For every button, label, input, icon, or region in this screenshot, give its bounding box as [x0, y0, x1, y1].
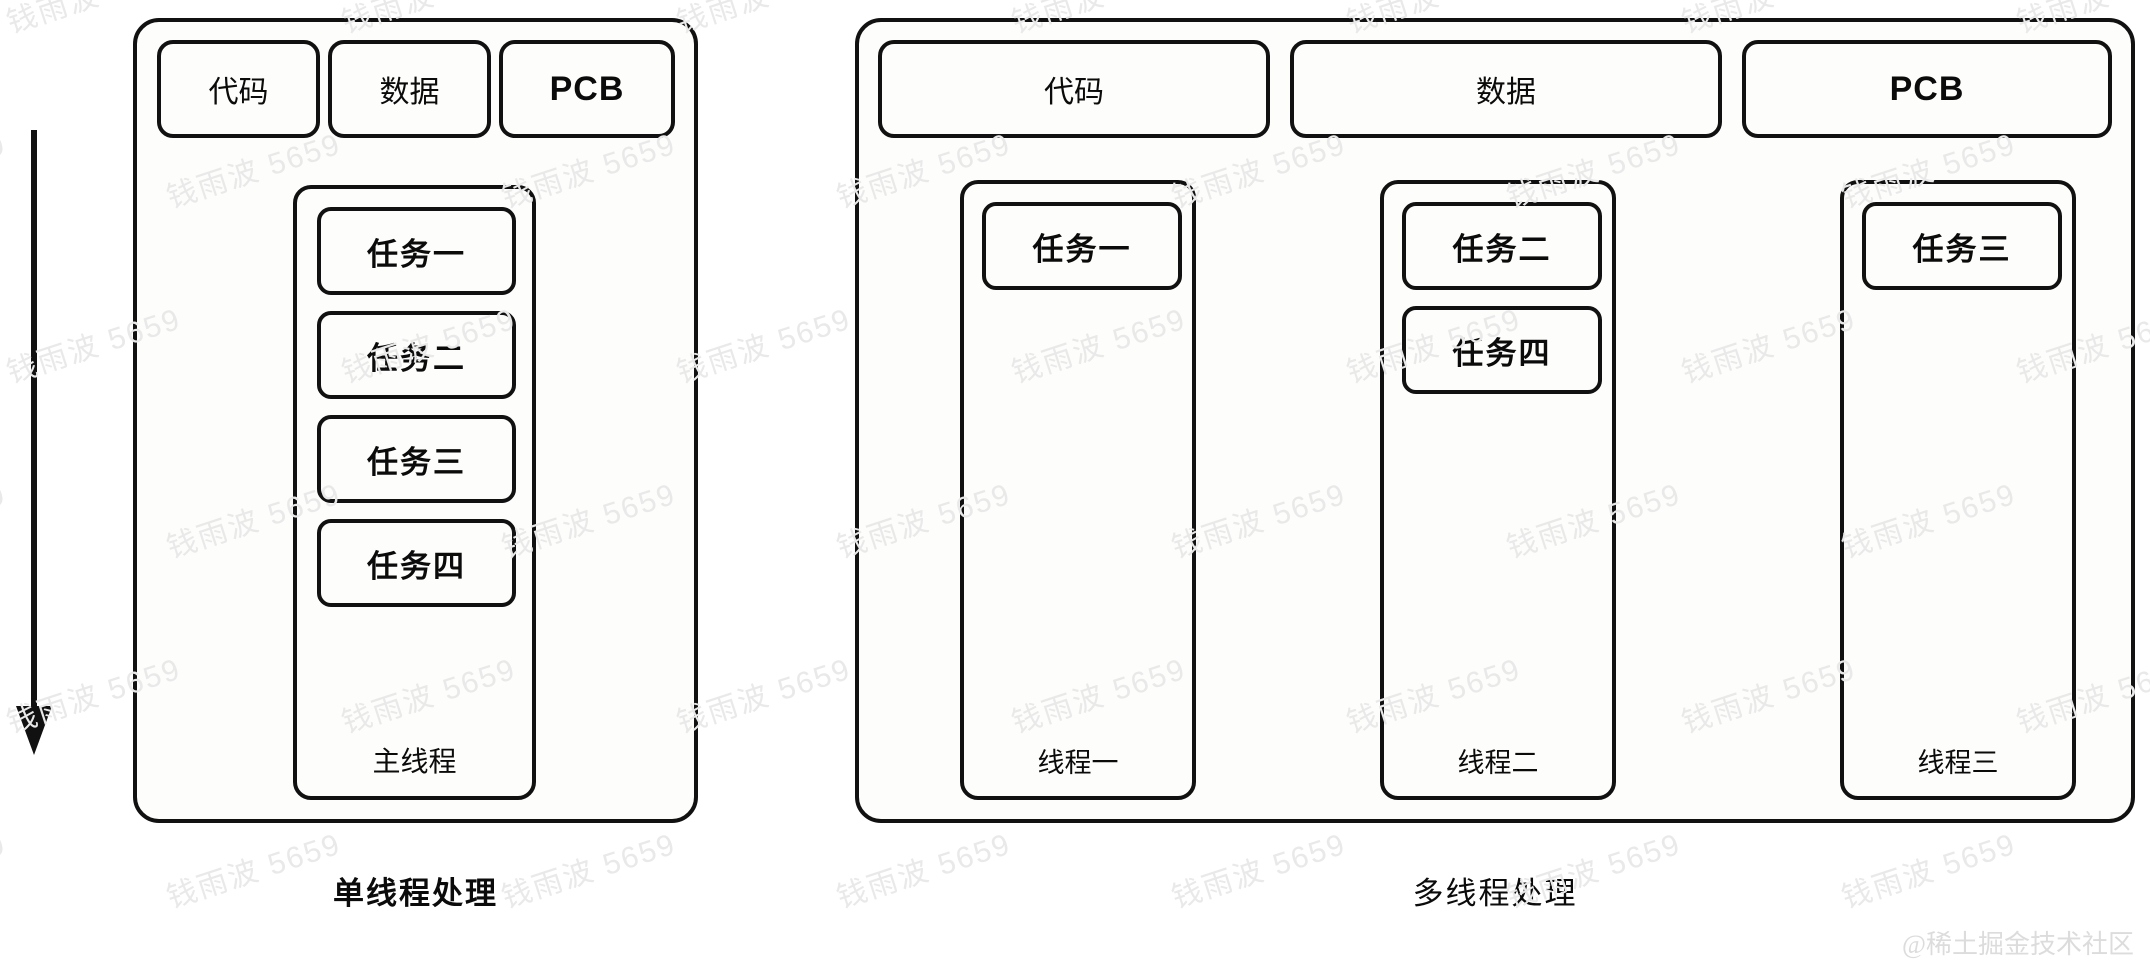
time-direction-arrow: [16, 130, 52, 755]
thread-name-label: 线程一: [1037, 748, 1119, 778]
segment-label: PCB: [549, 69, 625, 108]
multi-thread-segment-pcb: PCB: [1742, 40, 2112, 138]
segment-label: 代码: [208, 76, 269, 109]
thread-column-2: 任务二 任务四 线程二: [1380, 180, 1616, 800]
watermark-tile: 钱雨波 5659: [670, 0, 856, 42]
watermark-tile: 钱雨波 5659: [0, 127, 11, 215]
watermark-tile: 钱雨波 5659: [0, 477, 11, 565]
task-box: 任务三: [317, 415, 516, 503]
task-box: 任务一: [317, 207, 516, 295]
segment-label: PCB: [1889, 69, 1965, 108]
segment-label: 数据: [1476, 76, 1536, 109]
segment-label: 代码: [1044, 76, 1104, 109]
multi-thread-segment-data: 数据: [1290, 40, 1722, 138]
thread-column-3: 任务三 线程三: [1840, 180, 2076, 800]
multi-thread-segment-code: 代码: [878, 40, 1270, 138]
task-box: 任务二: [317, 311, 516, 399]
task-box: 任务二: [1402, 202, 1602, 290]
single-thread-segment-code: 代码: [157, 40, 320, 138]
source-watermark: @稀土掘金技术社区: [1902, 930, 2134, 959]
thread-name-label: 线程三: [1917, 748, 1999, 778]
main-thread-column: 任务一 任务二 任务三 任务四 主线程: [293, 185, 536, 800]
task-box: 任务三: [1862, 202, 2062, 290]
single-thread-segment-data: 数据: [328, 40, 491, 138]
task-box: 任务一: [982, 202, 1182, 290]
multi-thread-caption: 多线程处理: [1412, 876, 1578, 911]
single-thread-segment-pcb: PCB: [499, 40, 675, 138]
thread-name-label: 主线程: [372, 747, 457, 778]
thread-column-1: 任务一 线程一: [960, 180, 1196, 800]
task-box: 任务四: [317, 519, 516, 607]
segment-label: 数据: [379, 76, 440, 109]
task-box: 任务四: [1402, 306, 1602, 394]
watermark-tile: 钱雨波 5659: [0, 827, 11, 915]
thread-name-label: 线程二: [1457, 748, 1539, 778]
single-thread-caption: 单线程处理: [333, 876, 498, 911]
